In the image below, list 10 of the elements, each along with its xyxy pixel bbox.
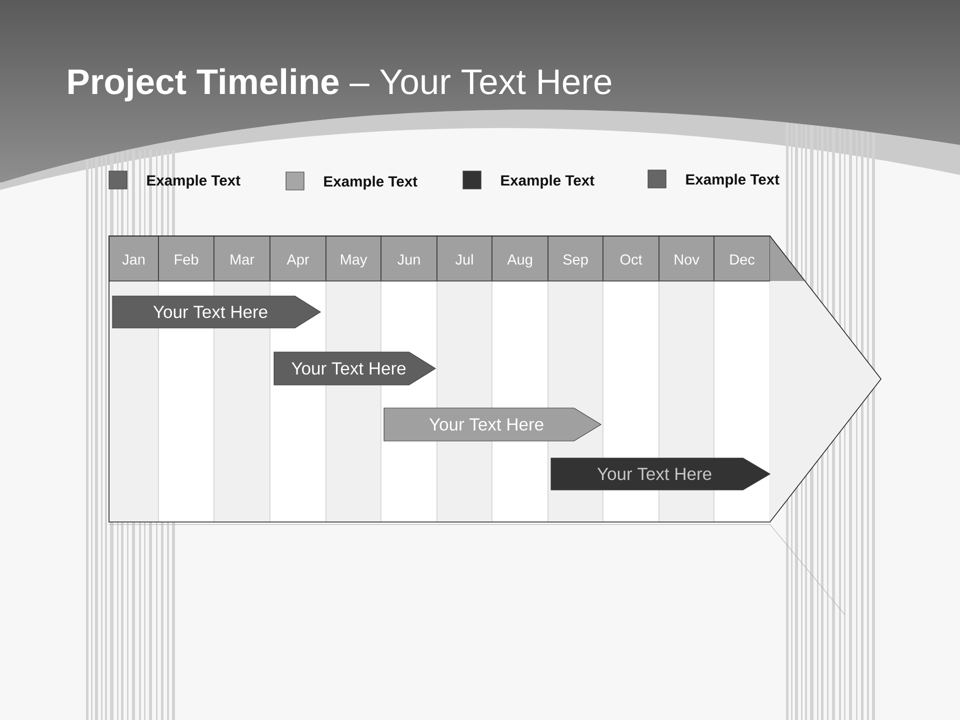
task-bar: Your Text Here bbox=[274, 352, 436, 386]
title: Project Timeline – Your Text Here bbox=[68, 68, 612, 102]
legend-text: Example Text bbox=[686, 174, 780, 188]
month-column: Dec bbox=[714, 236, 770, 522]
legend-text: Example Text bbox=[324, 176, 418, 190]
legend-text: Example Text bbox=[147, 174, 240, 189]
task-bar: Your Text Here bbox=[550, 458, 771, 490]
task-bar: Your Text Here bbox=[384, 408, 602, 442]
task-bar: Your Text Here bbox=[112, 296, 322, 328]
legend-text: Example Text bbox=[501, 174, 594, 189]
